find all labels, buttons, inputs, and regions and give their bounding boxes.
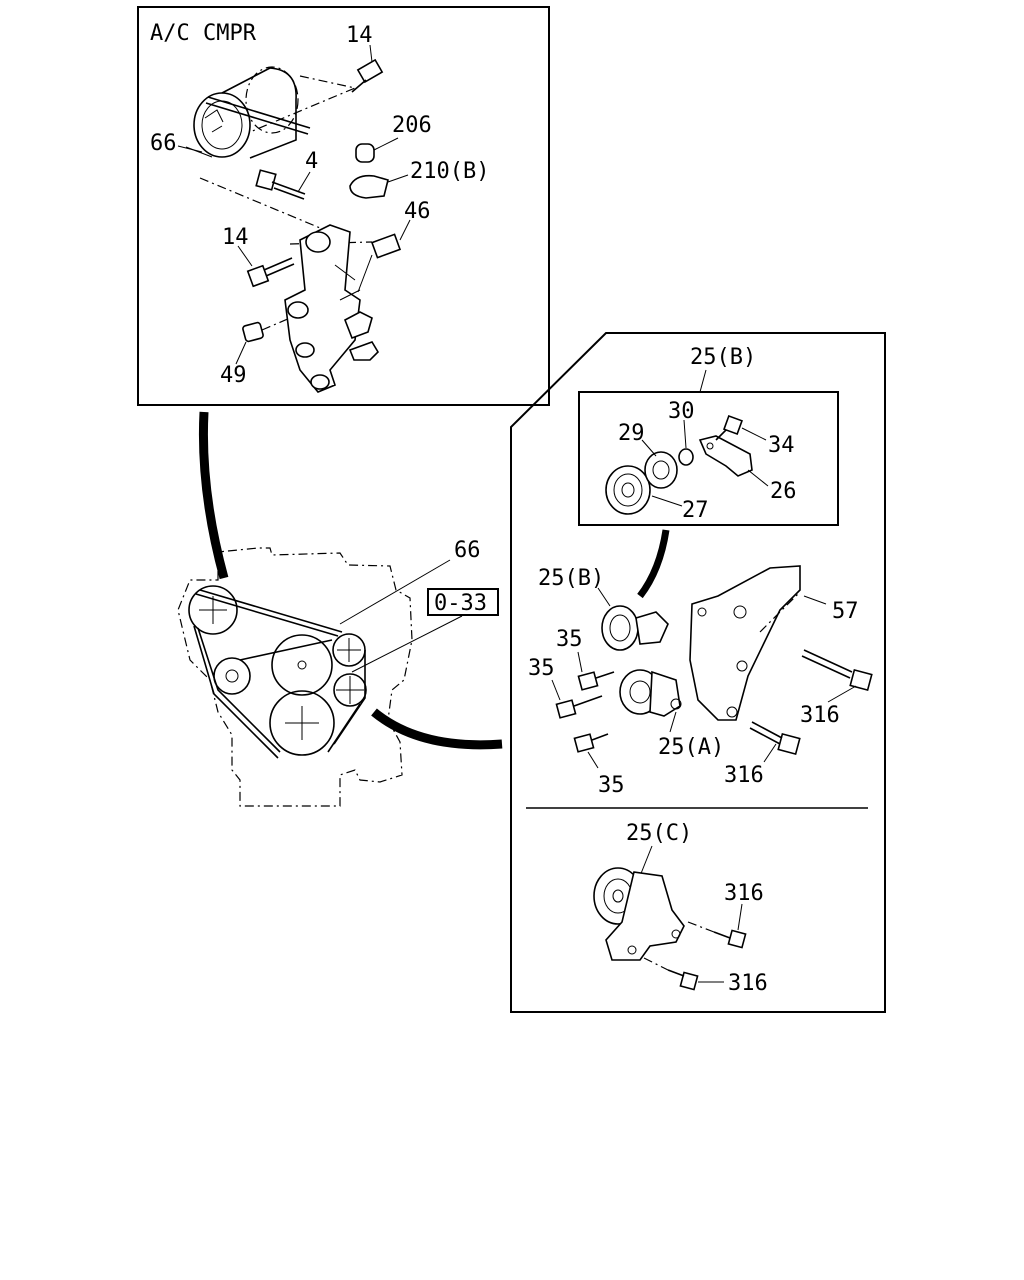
bolt-14-top xyxy=(351,58,384,93)
leader-49 xyxy=(235,341,247,365)
leader-30 xyxy=(683,419,687,449)
leader-4 xyxy=(297,171,311,193)
bolt-316-lower xyxy=(749,721,801,756)
label-316-lower: 316 xyxy=(724,763,764,788)
leader-14-left xyxy=(237,245,253,267)
pulley-27 xyxy=(605,465,651,515)
label-29: 29 xyxy=(618,421,645,446)
reference-box xyxy=(427,588,499,616)
leader-25b-main xyxy=(597,587,611,607)
leader-29 xyxy=(641,439,657,457)
bolt-35-middle xyxy=(555,695,603,719)
compressor-body xyxy=(193,66,299,159)
connector-arc-detail xyxy=(637,529,670,599)
label-206: 206 xyxy=(392,113,432,138)
engine-pulley-center xyxy=(271,634,333,696)
compressor-title: A/C CMPR xyxy=(150,21,257,46)
label-316-variant-upper: 316 xyxy=(724,881,764,906)
pulley-25b xyxy=(601,605,669,651)
leader-57 xyxy=(803,595,827,605)
connector-arc-tensioner xyxy=(371,708,503,750)
label-46: 46 xyxy=(404,199,431,224)
leader-25a xyxy=(669,711,677,733)
leader-46 xyxy=(399,219,411,241)
engine-pulley-compressor xyxy=(188,585,238,635)
bracket-26 xyxy=(698,435,753,477)
connector-arc-compressor xyxy=(198,411,229,580)
label-34: 34 xyxy=(768,433,795,458)
leader-reference xyxy=(351,615,463,673)
label-26: 26 xyxy=(770,479,797,504)
leader-316-variant-upper xyxy=(737,903,743,931)
compressor-bracket xyxy=(284,224,380,393)
label-30: 30 xyxy=(668,399,695,424)
plug-206 xyxy=(355,143,375,163)
collar-49 xyxy=(242,317,291,343)
label-57: 57 xyxy=(832,599,859,624)
reference-label: 0-33 xyxy=(434,591,487,616)
leader-206 xyxy=(373,137,399,151)
bolt-4 xyxy=(255,169,306,200)
label-35-upper: 35 xyxy=(556,627,583,652)
label-66-top: 66 xyxy=(150,131,177,156)
leader-66-engine xyxy=(339,559,451,625)
plate-29 xyxy=(644,451,678,489)
washer-30 xyxy=(678,448,694,466)
label-14-left: 14 xyxy=(222,225,249,250)
engine-pulley-idler-top xyxy=(332,633,366,667)
leader-27 xyxy=(651,495,683,507)
label-35-lower: 35 xyxy=(598,773,625,798)
leader-26 xyxy=(747,469,769,487)
bracket-57 xyxy=(689,565,801,721)
bolt-34 xyxy=(715,415,743,441)
label-25a: 25(A) xyxy=(658,735,724,760)
label-316-upper: 316 xyxy=(800,703,840,728)
label-49: 49 xyxy=(220,363,247,388)
label-27: 27 xyxy=(682,498,709,523)
leader-210b xyxy=(387,174,409,183)
tensioner-25a xyxy=(619,669,682,717)
engine-pulley-left xyxy=(213,657,251,695)
detail-box xyxy=(578,391,839,526)
bolt-35-upper xyxy=(577,671,615,691)
label-210b: 210(B) xyxy=(410,159,489,184)
engine-pulley-tensioner xyxy=(333,673,367,707)
leader-detail-title xyxy=(699,369,707,393)
label-316-variant-lower: 316 xyxy=(728,971,768,996)
leader-316-upper xyxy=(827,685,857,703)
label-4: 4 xyxy=(305,149,318,174)
variant-title: 25(C) xyxy=(626,821,692,846)
detail-title: 25(B) xyxy=(690,345,756,370)
collar-46 xyxy=(357,233,402,293)
leader-variant-title xyxy=(639,845,653,877)
compressor-panel: A/C CMPR xyxy=(137,6,550,406)
compressor-panel-frame xyxy=(137,6,550,406)
clip-210b xyxy=(349,174,389,199)
tensioner-25c xyxy=(593,867,685,961)
leader-35-middle xyxy=(551,679,561,701)
engine-pulley-crank xyxy=(269,690,335,756)
bolt-316-variant-lower xyxy=(643,957,699,991)
label-35-middle: 35 xyxy=(528,656,555,681)
tensioner-panel: 25(B) 29 30 34 26 27 xyxy=(510,332,886,1013)
leader-316-lower xyxy=(763,743,777,763)
label-14-top: 14 xyxy=(346,23,373,48)
leader-14-top xyxy=(369,44,373,63)
engine-front-view: 0-33 66 xyxy=(177,411,503,807)
tensioner-panel-frame xyxy=(510,332,886,1013)
leader-34 xyxy=(741,427,767,441)
bolt-14-left xyxy=(246,257,295,288)
label-66-engine: 66 xyxy=(454,538,481,563)
leader-35-lower xyxy=(587,751,599,769)
engine-belt-66 xyxy=(193,589,366,759)
leader-35-upper xyxy=(577,651,583,673)
leader-66-top xyxy=(177,145,203,153)
bolt-316-variant-upper xyxy=(687,921,747,949)
bolt-35-lower xyxy=(573,733,609,753)
bolt-316-upper xyxy=(801,649,873,692)
label-25b-main: 25(B) xyxy=(538,566,604,591)
